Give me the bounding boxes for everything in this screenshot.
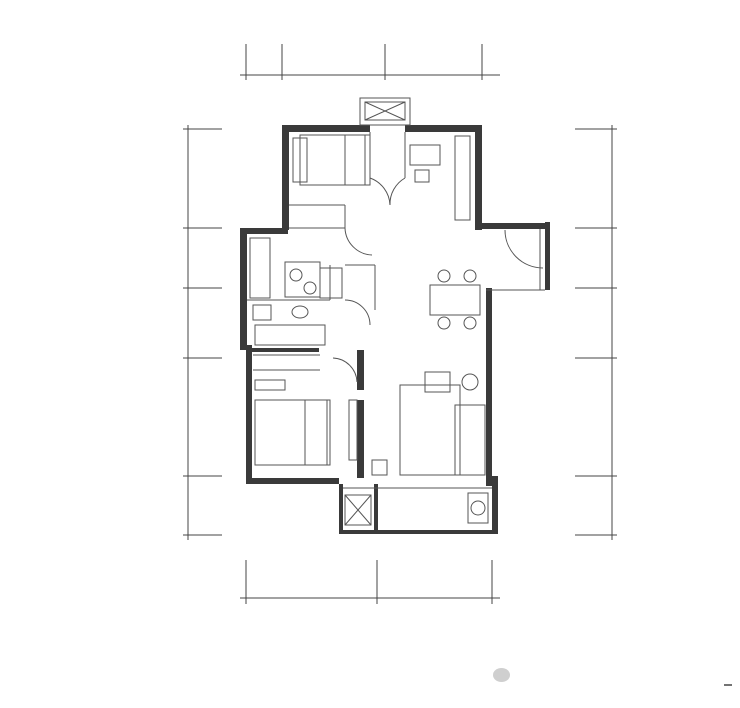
bed-master-icon [254, 399, 331, 466]
doors [332, 177, 544, 383]
furniture [249, 97, 489, 526]
washer-icon [467, 492, 489, 524]
bed-small-icon [299, 134, 371, 186]
dining-table-icon [429, 284, 481, 316]
sohu-watermark [724, 684, 732, 686]
sofa-icon [399, 384, 461, 476]
top-dimension [240, 44, 500, 80]
wechat-source [493, 667, 516, 682]
wechat-icon [493, 667, 510, 682]
wardrobe-icon [454, 135, 471, 221]
right-dimension [575, 125, 617, 540]
desk-icon [409, 144, 441, 166]
unit-caption [0, 655, 740, 679]
toilet-icon [291, 305, 309, 319]
walls [240, 125, 550, 534]
left-dimension [183, 125, 222, 540]
bottom-dimension [240, 560, 500, 604]
ac-unit [359, 97, 411, 126]
